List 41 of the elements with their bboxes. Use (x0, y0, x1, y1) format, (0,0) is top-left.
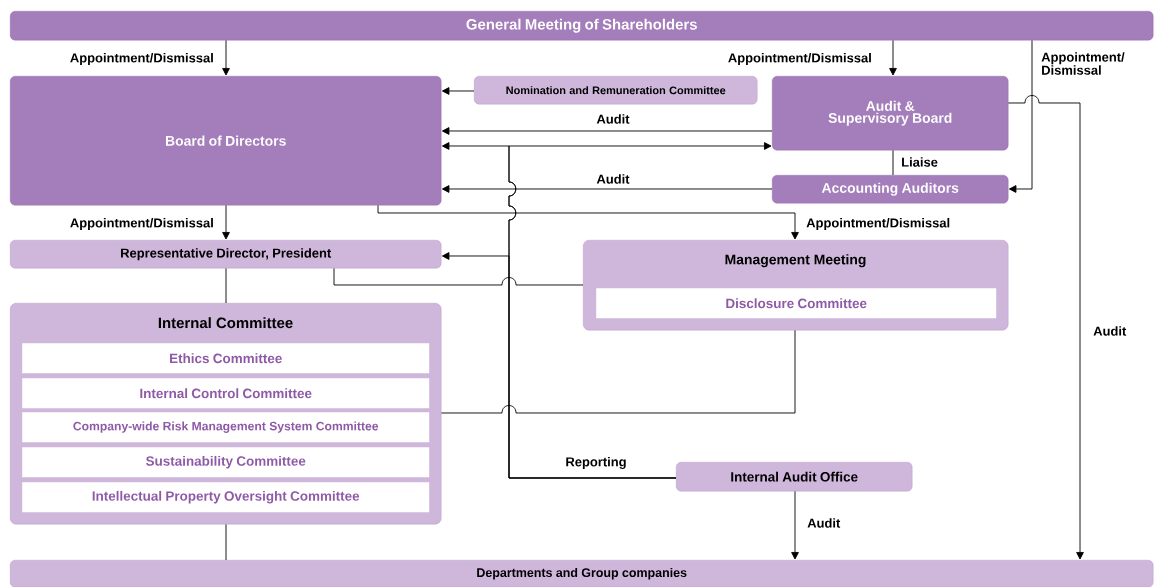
arrow (1007, 95, 1084, 560)
edge-label: Appointment/Dismissal (70, 52, 213, 66)
committee-box: Internal Control Committee (22, 378, 430, 409)
process-box: Representative Director, President (10, 240, 442, 269)
edge-label: Appointment/Dismissal (806, 217, 950, 231)
committee-box: Sustainability Committee (22, 447, 430, 478)
edge-label: Appointment/Dismissal (70, 217, 213, 231)
arrow (441, 252, 677, 479)
arrow (377, 204, 799, 240)
committee-box: Ethics Committee (22, 343, 430, 374)
committee-box: Intellectual Property Oversight Committee (22, 482, 430, 513)
arrow (222, 39, 230, 76)
committee-box: Disclosure Committee (596, 288, 997, 319)
board-box: Board of Directors (10, 76, 442, 206)
arrow (441, 87, 475, 95)
arrow (1008, 39, 1033, 193)
committee-box: Company-wide Risk Management System Committee (22, 412, 430, 443)
edge-label: Appointment/Dismissal (728, 52, 871, 66)
connector-line (225, 523, 227, 561)
arrow (889, 39, 897, 76)
arrow (441, 127, 773, 135)
process-box: Internal Audit Office (676, 462, 913, 492)
connector-line (333, 267, 584, 286)
connector-line (225, 267, 227, 304)
edge-label: Audit (596, 114, 630, 124)
edge-label: Appointment/ Dismissal (1041, 52, 1125, 75)
connector-line (892, 149, 894, 176)
edge-label: Reporting (566, 456, 626, 470)
arrow (222, 204, 230, 240)
board-box: Audit & Supervisory Board (772, 76, 1009, 151)
arrow (791, 490, 799, 560)
edge-label: Audit (1093, 326, 1127, 336)
process-box: Nomination and Remuneration Committee (474, 76, 758, 105)
board-box: General Meeting of Shareholders (10, 11, 1154, 41)
edge-label: Audit (596, 174, 630, 184)
edge-label: Liaise (902, 157, 938, 167)
edge-label: Audit (807, 518, 841, 528)
board-box: Accounting Auditors (772, 175, 1009, 204)
process-box: Departments and Group companies (10, 560, 1154, 587)
arrow (441, 185, 773, 193)
connector-line (440, 329, 796, 414)
